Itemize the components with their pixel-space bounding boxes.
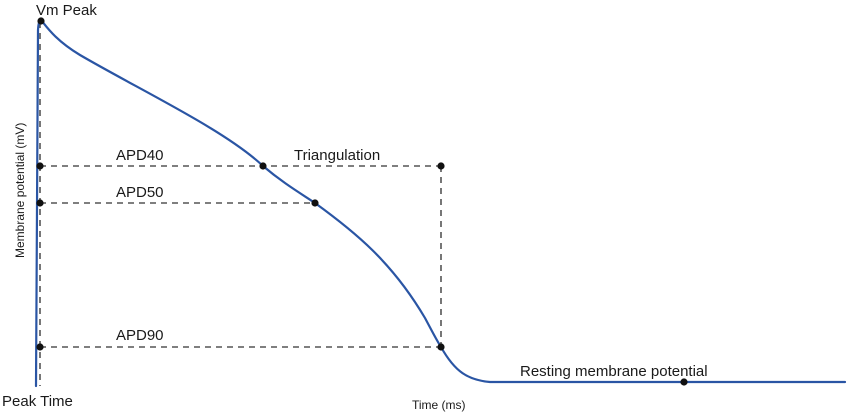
apd50-end-marker bbox=[311, 199, 319, 207]
triangulation-marker bbox=[437, 162, 445, 170]
vm-peak-marker bbox=[37, 17, 45, 25]
apd90-start-marker bbox=[36, 343, 44, 351]
peak-time-label: Peak Time bbox=[2, 393, 73, 410]
resting-potential-marker bbox=[680, 378, 688, 386]
action-potential-curve bbox=[34, 18, 847, 388]
apd90-label: APD90 bbox=[116, 327, 164, 344]
apd40-end-marker bbox=[259, 162, 267, 170]
apd40-label: APD40 bbox=[116, 147, 164, 164]
apd50-label: APD50 bbox=[116, 184, 164, 201]
apd50-start-marker bbox=[36, 199, 44, 207]
x-axis-label: Time (ms) bbox=[412, 398, 466, 412]
triangulation-label: Triangulation bbox=[294, 147, 380, 164]
vm-peak-label: Vm Peak bbox=[36, 2, 97, 19]
y-axis-label: Membrane potential (mV) bbox=[13, 123, 27, 258]
apd40-start-marker bbox=[36, 162, 44, 170]
apd90-end-marker bbox=[437, 343, 445, 351]
resting-potential-label: Resting membrane potential bbox=[520, 363, 708, 380]
